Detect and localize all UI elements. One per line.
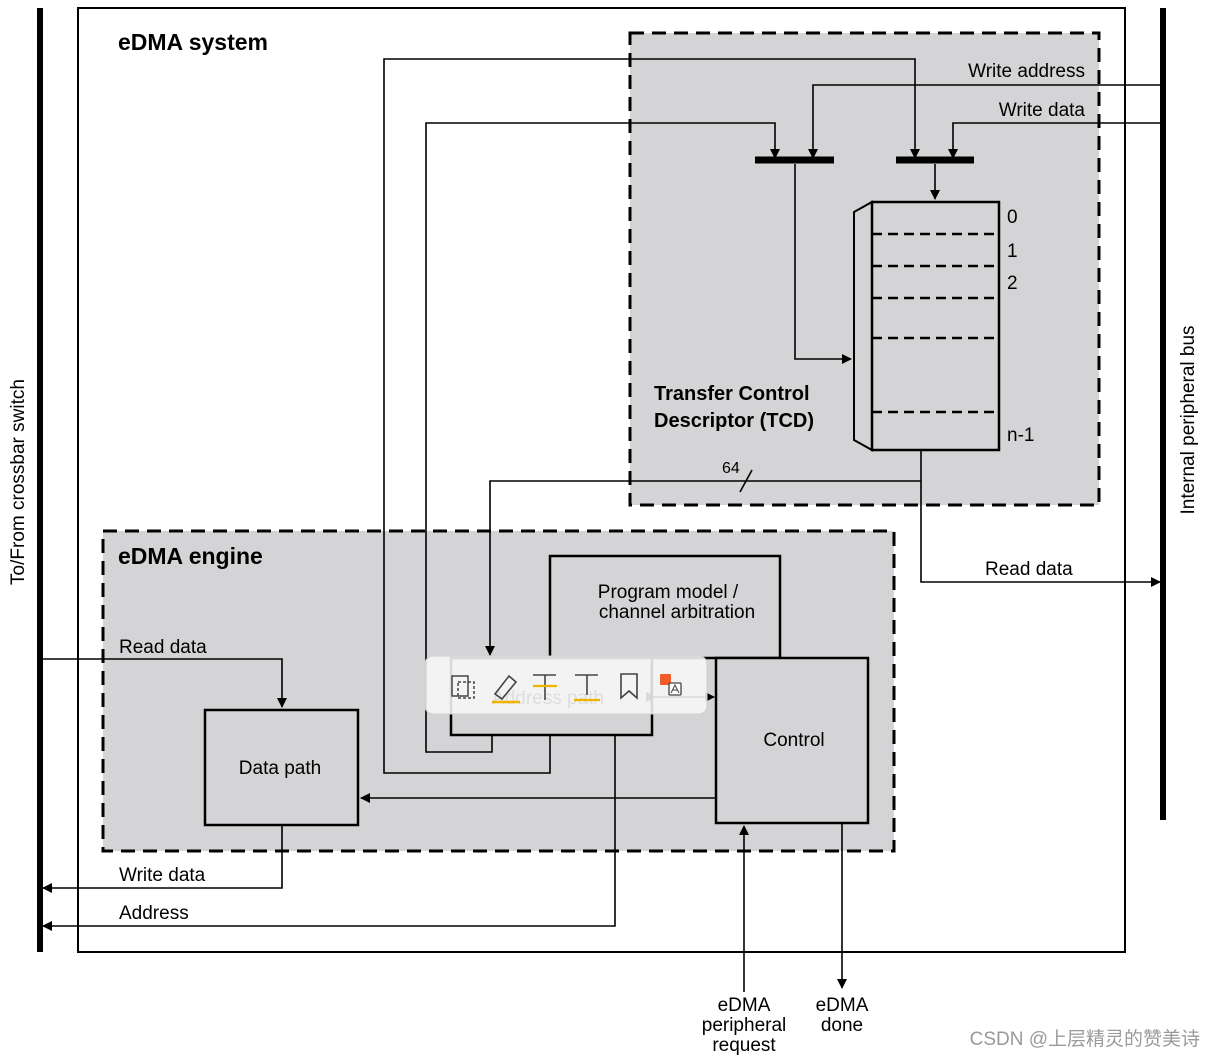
- tcd-row-label-2: 2: [1007, 273, 1018, 294]
- done-label-line2: done: [821, 1015, 863, 1036]
- control-label: Control: [763, 730, 824, 751]
- tcd-row-label-1: 1: [1007, 241, 1018, 262]
- address-label: Address: [119, 903, 189, 924]
- translate-icon[interactable]: [660, 674, 682, 696]
- right-bus-label: Internal peripheral bus: [1178, 325, 1199, 514]
- request-label-line1: eDMA: [718, 995, 771, 1016]
- tcd-row-label-0: 0: [1007, 207, 1018, 228]
- program-model-label-line2: channel arbitration: [599, 602, 755, 623]
- address-path-to-mux-line: [425, 122, 780, 753]
- write-data-line: [948, 122, 1160, 159]
- tcd-array: [870, 200, 1001, 452]
- tcd-decoder: [853, 200, 873, 452]
- read-data-left-label: Read data: [119, 637, 207, 658]
- mux-left-to-tcd-line: [794, 164, 852, 364]
- address-out-line: [42, 735, 616, 931]
- tcd-title-line1: Transfer Control: [654, 383, 810, 405]
- request-label-line2: peripheral: [702, 1015, 787, 1036]
- tcd-title-line2: Descriptor (TCD): [654, 410, 814, 432]
- left-bus-label: To/From crossbar switch: [8, 379, 29, 585]
- control-block: [714, 656, 870, 825]
- bus-width-slash: [739, 469, 753, 493]
- program-model-to-mux-line: [383, 58, 920, 774]
- tcd-row-label-n-1: n-1: [1007, 425, 1034, 446]
- selection-toolbar: Address path: [424, 655, 708, 715]
- request-label-line3: request: [712, 1035, 776, 1056]
- tcd-to-address-path-line: [485, 480, 921, 656]
- write-address-label: Write address: [968, 61, 1085, 82]
- write-data-top-label: Write data: [999, 100, 1086, 121]
- engine-title: eDMA engine: [118, 543, 263, 569]
- program-model-label-line1: Program model /: [598, 582, 739, 603]
- bookmark-icon[interactable]: [620, 673, 638, 700]
- write-address-line: [808, 84, 1160, 159]
- underline-icon[interactable]: [574, 674, 600, 702]
- done-label-line1: eDMA: [816, 995, 869, 1016]
- highlight-icon[interactable]: [492, 674, 520, 704]
- system-title: eDMA system: [118, 29, 268, 55]
- watermark: CSDN @上层精灵的赞美诗: [970, 1028, 1200, 1050]
- data-path-block: [203, 708, 360, 827]
- toolbar-panel: [424, 655, 708, 715]
- copy-icon[interactable]: [451, 675, 475, 699]
- bus-width-label: 64: [722, 460, 740, 477]
- write-data-bottom-label: Write data: [119, 865, 206, 886]
- data-path-label: Data path: [239, 758, 321, 779]
- address-path-label: Address path: [492, 688, 604, 709]
- tcd-read-data-line: [920, 450, 1161, 587]
- strikethrough-icon[interactable]: [533, 674, 557, 700]
- write-data-bottom-line: [42, 825, 283, 893]
- read-data-left-line: [43, 658, 287, 708]
- read-data-right-label: Read data: [985, 559, 1073, 580]
- tcd-memory: [853, 200, 1001, 452]
